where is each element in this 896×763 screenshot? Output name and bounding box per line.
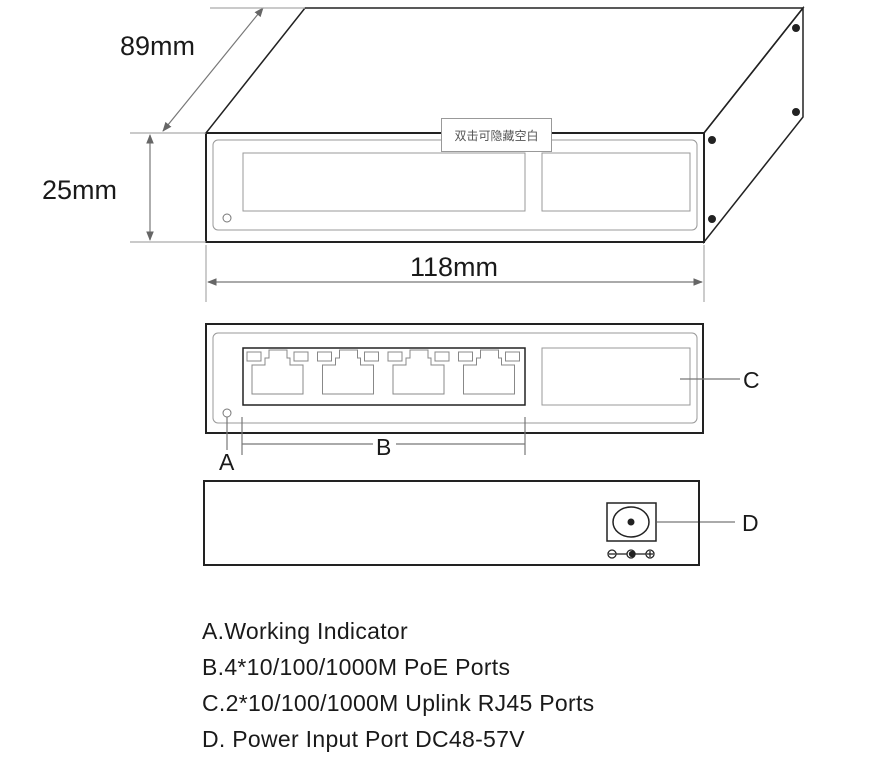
height-label: 25mm [42, 175, 117, 205]
callout-c: C [743, 367, 760, 393]
width-label: 118mm [410, 252, 498, 282]
polarity-icon [607, 549, 655, 559]
depth-label: 89mm [120, 31, 195, 61]
port-led-icon [293, 351, 309, 362]
port-led-icon [387, 351, 403, 362]
port-led-icon [505, 351, 520, 362]
port-led-icon [364, 351, 379, 362]
port-led-icon [317, 351, 332, 362]
back-panel-view [203, 480, 700, 566]
rj45-port-icon [458, 349, 520, 395]
callout-d: D [742, 510, 759, 536]
callout-b: B [376, 434, 391, 460]
port-led-icon [434, 351, 450, 362]
rj45-port-icon [246, 349, 309, 395]
top-face [204, 7, 805, 134]
front-panel-view [205, 323, 704, 434]
tooltip: 双击可隐藏空白 [441, 118, 552, 152]
rj45-port-icon [317, 349, 379, 395]
screw-icon [708, 24, 800, 223]
legend-item-c: C.2*10/100/1000M Uplink RJ45 Ports [202, 690, 595, 716]
port-led-icon [246, 351, 262, 362]
poe-port-block [242, 347, 526, 406]
side-face [703, 5, 804, 245]
uplink-port-block [541, 347, 691, 406]
legend-item-a: A.Working Indicator [202, 618, 408, 644]
led-icon [222, 213, 232, 223]
rj45-port-icon [387, 349, 450, 395]
power-jack [606, 502, 657, 542]
port-led-icon [458, 351, 473, 362]
dimension-lines [130, 7, 705, 302]
callout-a: A [219, 449, 235, 475]
callout-lines [226, 378, 740, 523]
legend-item-b: B.4*10/100/1000M PoE Ports [202, 654, 511, 680]
working-indicator-led [222, 408, 232, 418]
legend-item-d: D. Power Input Port DC48-57V [202, 726, 525, 752]
